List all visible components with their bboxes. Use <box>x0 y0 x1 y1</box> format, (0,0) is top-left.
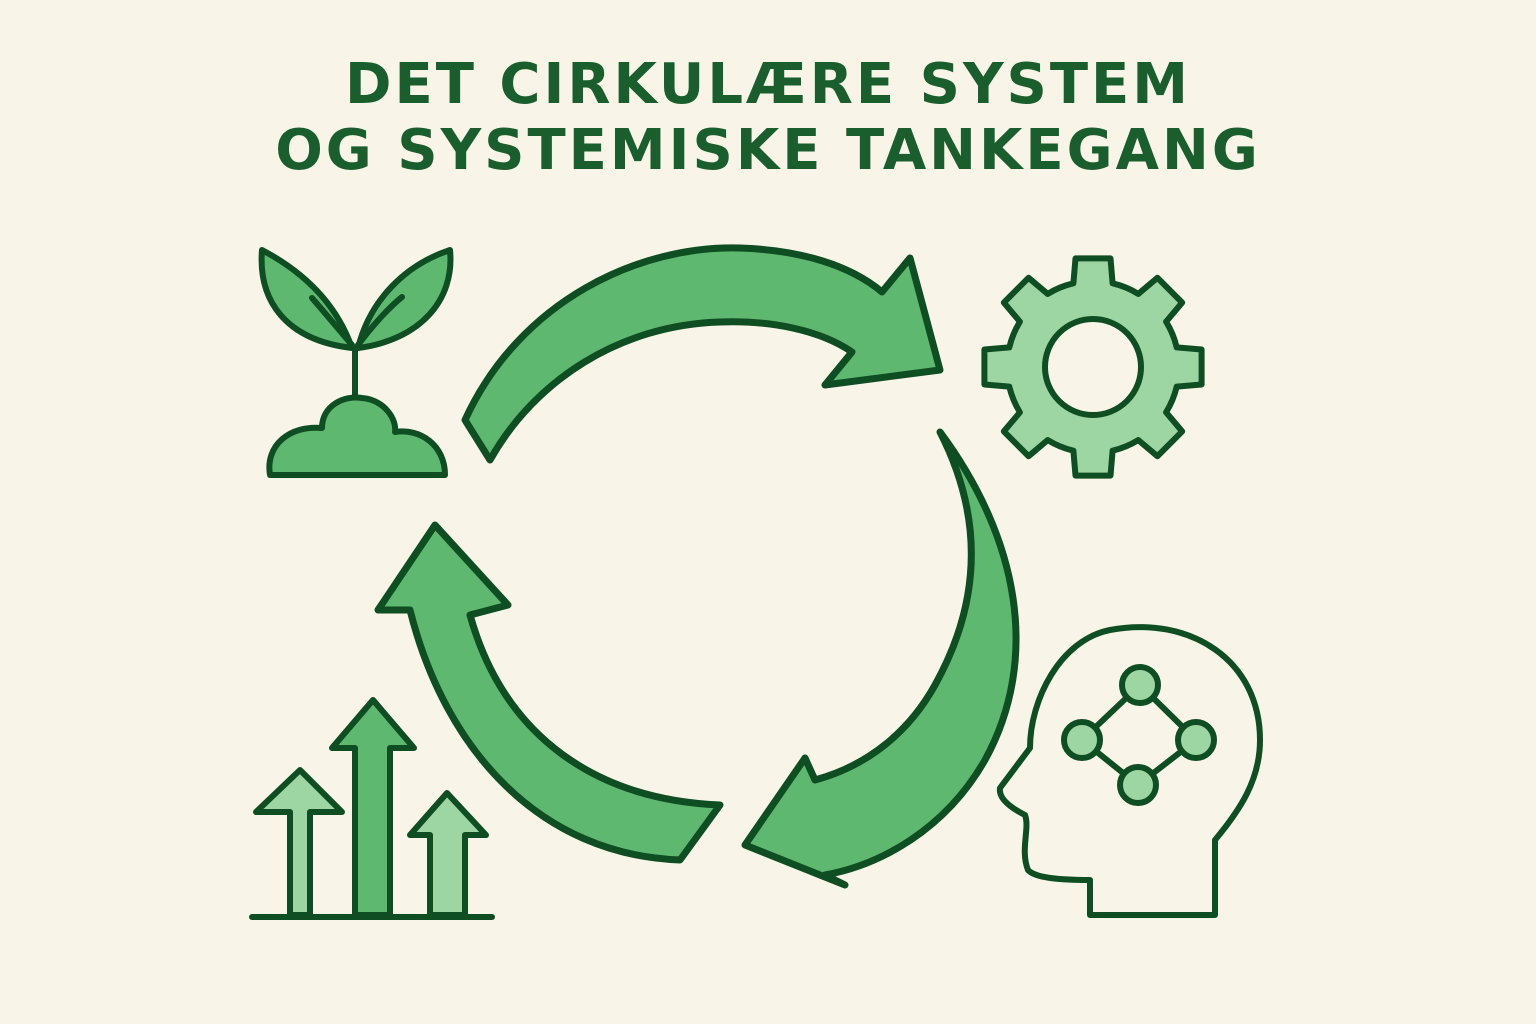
cycle-arrow-right <box>741 428 1020 889</box>
gear-icon <box>981 255 1205 479</box>
cycle-arrow-left <box>374 521 724 864</box>
growth-arrows-icon <box>249 697 495 920</box>
network-node <box>1119 664 1161 706</box>
head-network <box>1061 664 1217 806</box>
sprout-right-vein <box>355 294 405 348</box>
head-network-icon <box>996 624 1263 918</box>
sprout-left-leaf <box>258 247 355 351</box>
head-outline <box>996 624 1263 918</box>
sprout-left-vein <box>309 295 355 348</box>
title-line-1: DET CIRKULÆRE SYSTEM <box>344 52 1192 117</box>
growth-arrow-right <box>407 790 489 918</box>
sprout-icon <box>258 247 454 478</box>
network-node <box>1061 719 1103 761</box>
page-title: DET CIRKULÆRE SYSTEM OG SYSTEMISKE TANKE… <box>0 52 1536 184</box>
sprout-soil <box>266 394 448 478</box>
growth-arrow-middle <box>329 697 417 918</box>
cycle-arrow-top <box>461 244 944 464</box>
network-node <box>1117 764 1159 806</box>
growth-arrow-left <box>253 767 345 918</box>
cycle-arrows-icon <box>374 244 1020 889</box>
title-line-2: OG SYSTEMISKE TANKEGANG <box>275 118 1261 183</box>
gear-hole <box>1042 316 1144 418</box>
network-node <box>1175 719 1217 761</box>
